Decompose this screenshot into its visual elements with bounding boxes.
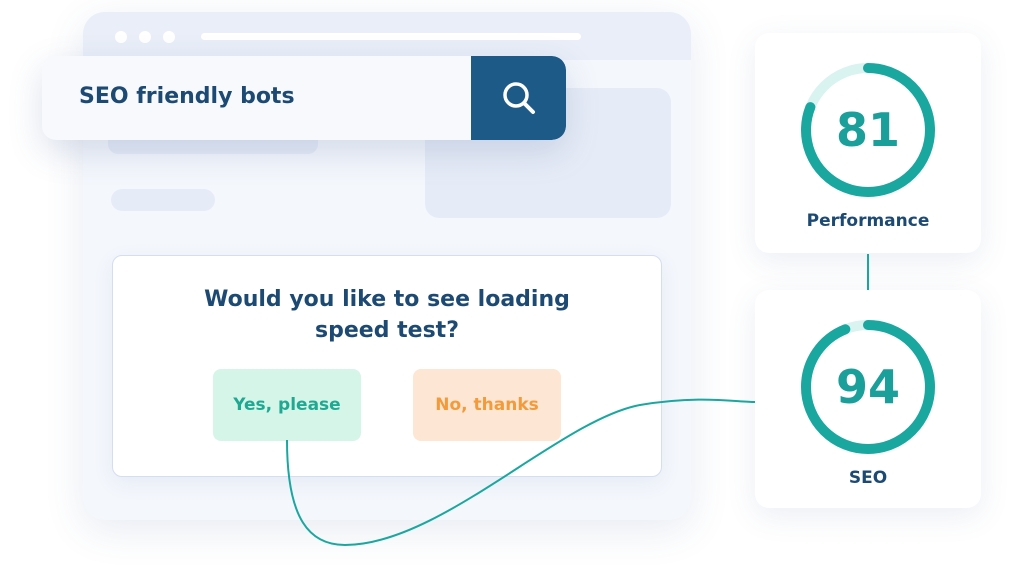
window-dot	[163, 31, 175, 43]
window-dot	[115, 31, 127, 43]
seo-label: SEO	[848, 468, 888, 488]
address-bar[interactable]	[201, 33, 581, 40]
performance-label: Performance	[806, 211, 930, 231]
performance-score-card: 81 Performance	[755, 33, 981, 253]
performance-score-value: 81	[835, 103, 900, 157]
search-input[interactable]: SEO friendly bots	[79, 84, 295, 109]
browser-titlebar	[83, 12, 691, 60]
performance-gauge: 81	[799, 61, 937, 199]
no-button[interactable]: No, thanks	[413, 369, 561, 441]
search-bar[interactable]: SEO friendly bots	[42, 56, 566, 140]
search-icon	[502, 82, 535, 114]
speed-test-dialog: Would you like to see loading speed test…	[112, 255, 662, 477]
window-dot	[139, 31, 151, 43]
search-button[interactable]	[471, 56, 566, 140]
seo-gauge: 94	[799, 318, 937, 456]
dialog-question: Would you like to see loading speed test…	[113, 284, 661, 346]
seo-score-card: 94 SEO	[755, 290, 981, 508]
yes-button[interactable]: Yes, please	[213, 369, 361, 441]
placeholder-pill	[111, 189, 215, 211]
connector-line	[867, 254, 869, 290]
seo-score-value: 94	[835, 360, 900, 414]
dialog-question-text: Would you like to see loading speed test…	[204, 287, 570, 343]
